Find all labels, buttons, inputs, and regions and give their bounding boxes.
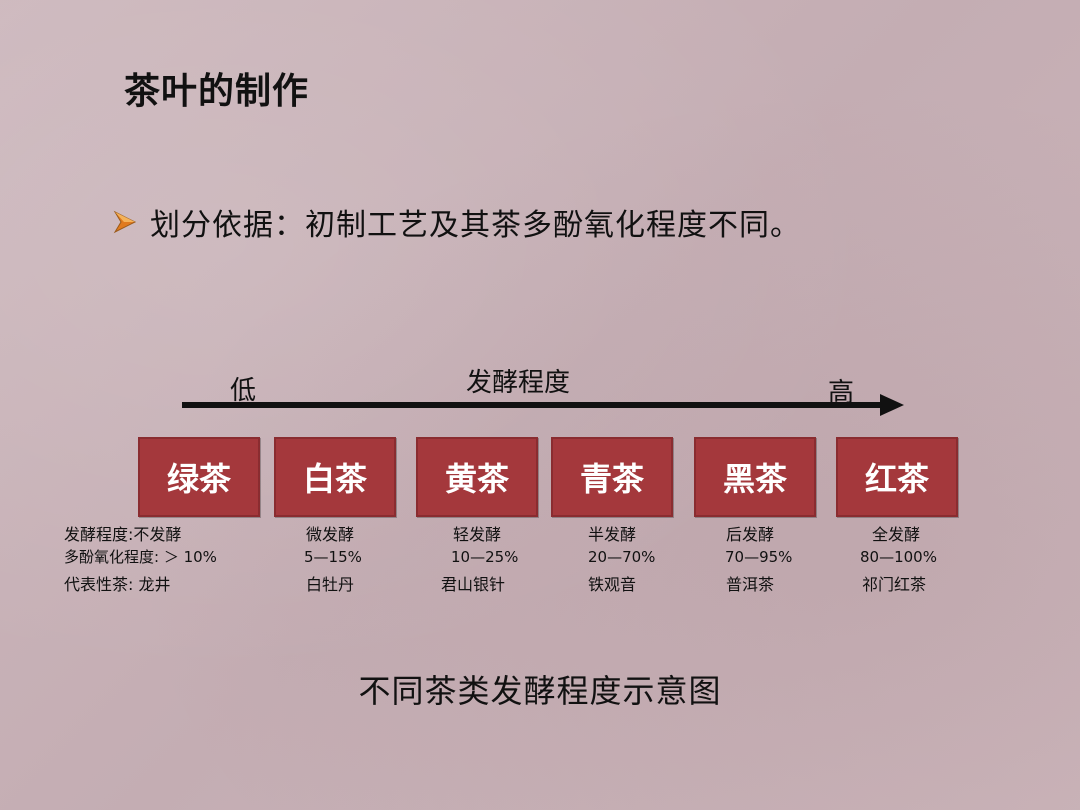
tea-box-yellow: 黄茶 (416, 437, 538, 517)
dark-fermentation: 后发酵 (726, 525, 775, 544)
bullet-point: 划分依据：初制工艺及其茶多酚氧化程度不同。 (112, 200, 801, 244)
black-fermentation: 全发酵 (872, 525, 921, 544)
oolong-example: 铁观音 (588, 575, 637, 594)
green-polyphenol: 多酚氧化程度: ＞ 10% (64, 548, 217, 566)
oolong-polyphenol: 20—70% (588, 548, 656, 566)
slide-title: 茶叶的制作 (124, 71, 310, 112)
diagram-caption: 不同茶类发酵程度示意图 (358, 672, 722, 710)
tea-box-green: 绿茶 (138, 437, 260, 517)
white-fermentation: 微发酵 (306, 525, 355, 544)
axis-title: 发酵程度 (466, 368, 571, 398)
yellow-polyphenol: 10—25% (451, 548, 519, 566)
black-polyphenol: 80—100% (860, 548, 937, 566)
dark-example: 普洱茶 (726, 575, 775, 594)
yellow-example: 君山银针 (441, 575, 506, 594)
tea-box-black: 红茶 (836, 437, 958, 517)
tea-box-white: 白茶 (274, 437, 396, 517)
fermentation-axis-arrow (182, 394, 904, 416)
arrow-bullet-icon (113, 210, 137, 234)
green-example: 代表性茶: 龙井 (64, 575, 171, 594)
white-polyphenol: 5—15% (304, 548, 362, 566)
axis-low-label: 低 (230, 376, 257, 406)
bullet-text: 划分依据：初制工艺及其茶多酚氧化程度不同。 (150, 208, 801, 243)
black-example: 祁门红茶 (862, 575, 927, 594)
green-fermentation: 发酵程度:不发酵 (64, 525, 182, 544)
yellow-fermentation: 轻发酵 (453, 525, 502, 544)
dark-polyphenol: 70—95% (725, 548, 793, 566)
oolong-fermentation: 半发酵 (588, 525, 637, 544)
white-example: 白牡丹 (306, 575, 355, 594)
tea-box-dark: 黑茶 (694, 437, 816, 517)
tea-box-oolong: 青茶 (551, 437, 673, 517)
